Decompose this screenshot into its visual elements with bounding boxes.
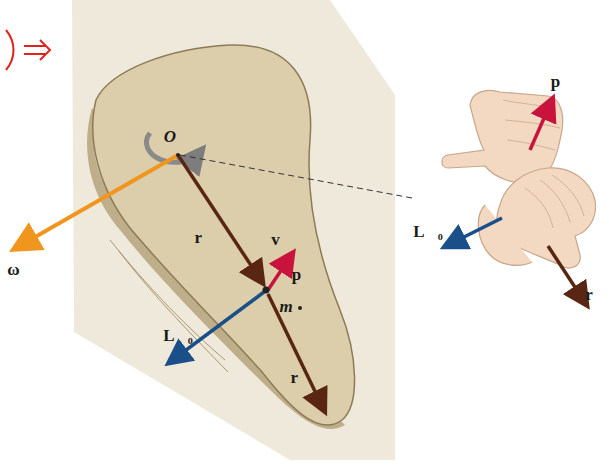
r-vector xyxy=(178,155,262,282)
handwritten-mark xyxy=(24,40,50,60)
vector-label: v⃗ xyxy=(271,231,293,250)
omega-vector xyxy=(16,155,178,248)
hand-detail xyxy=(525,175,584,228)
momentum-vector xyxy=(268,254,292,290)
origin-point xyxy=(176,153,180,157)
mass-label: m xyxy=(279,298,292,317)
vector-label: p⃗ xyxy=(292,266,315,285)
hand-detail xyxy=(503,100,560,150)
handwritten-mark xyxy=(6,30,14,70)
vector-label: r⃗ xyxy=(195,229,216,248)
mass-dot xyxy=(298,306,302,310)
axis-line xyxy=(180,155,412,198)
point-mass xyxy=(263,287,270,294)
body-shading xyxy=(110,240,225,360)
r-vector xyxy=(548,246,586,304)
hand-wrist xyxy=(478,205,532,265)
vector-label: r⃗ xyxy=(291,369,312,388)
angular-momentum-vector xyxy=(446,218,502,246)
r-vector xyxy=(268,294,324,410)
vector-label: ω⃗ xyxy=(7,261,33,280)
point-label: O xyxy=(164,128,176,147)
plane xyxy=(72,0,395,460)
vector-label: r⃗ xyxy=(585,286,606,305)
momentum-vector xyxy=(530,100,552,150)
vector-label: L⃗₀ xyxy=(163,327,193,346)
vector-label: p⃗ xyxy=(551,73,574,92)
body-face xyxy=(93,45,355,425)
body-shading xyxy=(118,250,228,372)
vector-label: L⃗₀ xyxy=(413,223,443,242)
